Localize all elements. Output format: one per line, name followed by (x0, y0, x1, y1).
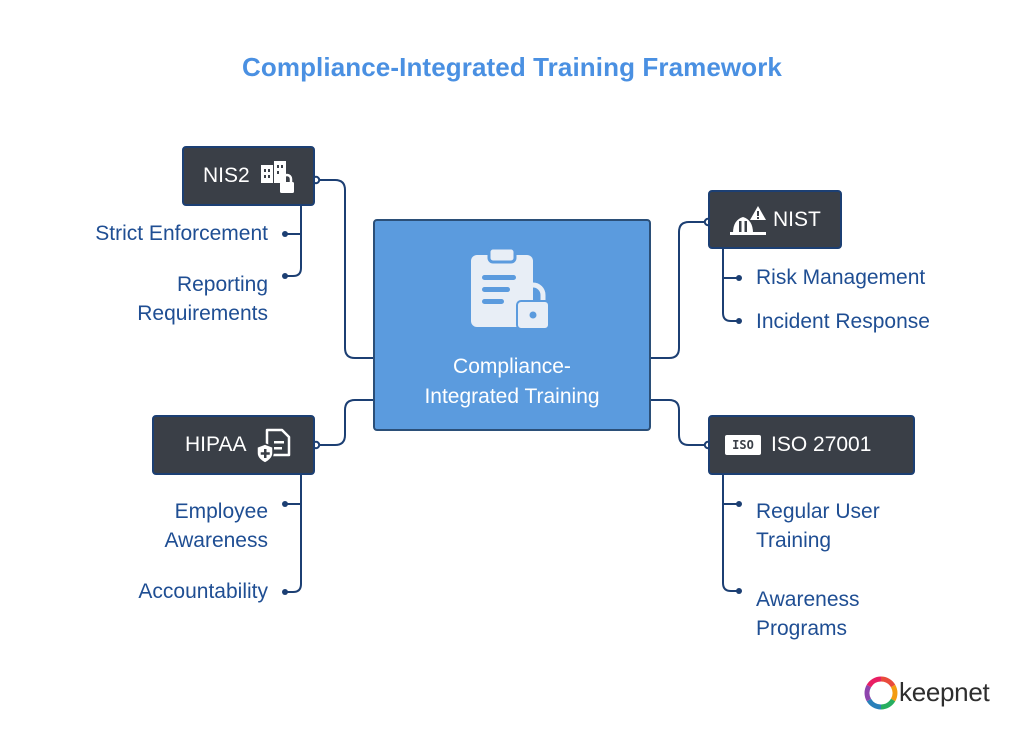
iso-item-awareness-programs: Awareness Programs (756, 585, 860, 643)
node-nis2-label: NIS2 (203, 164, 250, 187)
nis2-item-strict-enforcement: Strict Enforcement (95, 219, 268, 248)
warning-shield-icon (730, 205, 766, 235)
iso-badge-icon: ISO (725, 435, 761, 455)
keepnet-logo-icon (864, 676, 898, 710)
nis2-item-reporting-requirements: Reporting Requirements (137, 270, 268, 328)
node-nist-label: NIST (773, 207, 821, 231)
iso-item-2-line1: Awareness (756, 588, 860, 611)
node-iso: ISO ISO 27001 (708, 415, 915, 475)
diagram-title: Compliance-Integrated Training Framework (242, 52, 782, 82)
buildings-lock-icon (260, 161, 294, 193)
nist-item-2-line1: Incident Response (756, 310, 930, 333)
node-hipaa: HIPAA (152, 415, 315, 475)
hipaa-item-accountability: Accountability (138, 577, 268, 606)
iso-item-1-line2: Training (756, 529, 832, 552)
central-label-line2: Integrated Training (424, 385, 600, 408)
hipaa-item-1-line1: Employee (174, 500, 268, 523)
iso-item-regular-user-training: Regular User Training (756, 497, 880, 555)
central-node: Compliance- Integrated Training (373, 219, 651, 431)
node-nis2: NIS2 (182, 146, 315, 206)
iso-item-1-line1: Regular User (756, 500, 880, 523)
nis2-item-2-line1: Reporting (176, 273, 268, 296)
central-label: Compliance- Integrated Training (375, 352, 649, 412)
hipaa-item-1-line2: Awareness (164, 529, 268, 552)
nist-item-incident-response: Incident Response (756, 307, 930, 336)
iso-item-2-line2: Programs (756, 617, 848, 640)
iso-badge-text: ISO (732, 438, 754, 452)
clipboard-lock-icon (471, 246, 550, 330)
nist-item-1-line1: Risk Management (756, 266, 926, 289)
central-label-line1: Compliance- (453, 355, 571, 378)
keepnet-logo-text: keepnet (899, 677, 990, 707)
node-iso-label: ISO 27001 (771, 433, 872, 456)
medical-document-icon (256, 428, 291, 464)
nist-item-risk-management: Risk Management (756, 263, 925, 292)
hipaa-item-employee-awareness: Employee Awareness (164, 497, 268, 555)
keepnet-logo: keepnet (864, 675, 992, 711)
nis2-item-2-line2: Requirements (137, 302, 268, 325)
node-nist: NIST (708, 190, 842, 249)
nis2-item-1-line1: Strict Enforcement (95, 222, 268, 245)
hipaa-item-2-line1: Accountability (138, 580, 268, 603)
node-hipaa-label: HIPAA (185, 433, 247, 456)
